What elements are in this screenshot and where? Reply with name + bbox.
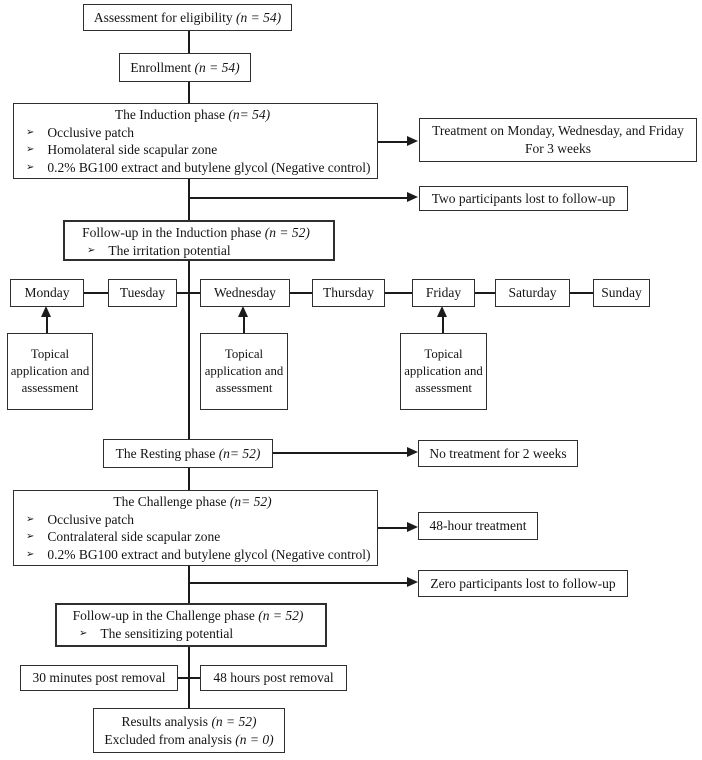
post-30min-label: 30 minutes post removal — [32, 670, 166, 686]
followup-induction-bullet: ➢The irritation potential — [87, 242, 231, 258]
topical-application-box-friday: Topical application and assessment — [400, 333, 487, 410]
resting-label: The Resting phase (n= 52) — [115, 445, 261, 461]
followup-induction-title: Follow-up in the Induction phase (n = 52… — [82, 225, 310, 240]
up-arrowhead-friday — [437, 306, 447, 317]
arrowhead-bullet-icon: ➢ — [26, 144, 35, 155]
results-line2: Excluded from analysis (n = 0) — [104, 731, 274, 747]
connector-monday-tuesday — [84, 292, 108, 294]
right-arrowhead-lost-induction — [407, 192, 418, 202]
no-treatment-label: No treatment for 2 weeks — [429, 445, 567, 461]
connector-enrollment-induction — [188, 82, 190, 103]
day-box-wednesday: Wednesday — [200, 279, 290, 307]
topical-application-box-wednesday: Topical application and assessment — [200, 333, 288, 410]
day-label: Saturday — [508, 285, 557, 301]
branch-lost-induction-line — [189, 197, 407, 199]
branch-lost-challenge-line — [189, 582, 407, 584]
day-box-friday: Friday — [412, 279, 475, 307]
up-arrowhead-monday — [41, 306, 51, 317]
connector-challenge-followup — [188, 566, 190, 603]
connector-wednesday-thursday — [290, 292, 312, 294]
connector-postremoval-row — [178, 677, 200, 679]
assessment-box: Assessment for eligibility (n = 54) — [83, 4, 292, 31]
connector-assessment-enrollment — [188, 31, 190, 53]
lost-induction-box: Two participants lost to follow-up — [419, 186, 628, 211]
topical-label: Topical application and assessment — [204, 347, 284, 395]
post-30min-box: 30 minutes post removal — [20, 665, 178, 691]
resting-phase-box: The Resting phase (n= 52) — [103, 439, 273, 468]
connector-induction-followup — [188, 179, 190, 220]
enrollment-label: Enrollment (n = 54) — [130, 59, 240, 75]
no-treatment-box: No treatment for 2 weeks — [418, 440, 578, 467]
arrowhead-bullet-icon: ➢ — [87, 244, 96, 256]
connector-resting-challenge — [188, 468, 190, 490]
assessment-label: Assessment for eligibility (n = 54) — [93, 9, 282, 25]
treatment-48h-label: 48-hour treatment — [429, 518, 527, 534]
treatment-mwf-box: Treatment on Monday, Wednesday, and Frid… — [419, 118, 697, 162]
day-box-sunday: Sunday — [593, 279, 650, 307]
connector-followup-resting — [188, 261, 190, 439]
connector-friday-saturday — [475, 292, 495, 294]
up-arrowhead-wednesday — [238, 306, 248, 317]
day-box-tuesday: Tuesday — [108, 279, 177, 307]
lost-induction-label: Two participants lost to follow-up — [431, 190, 616, 206]
connector-thursday-friday — [385, 292, 412, 294]
connector-topical-wednesday-line — [243, 314, 245, 333]
topical-application-box-monday: Topical application and assessment — [7, 333, 93, 410]
arrowhead-bullet-icon: ➢ — [79, 627, 88, 639]
followup-challenge-title: Follow-up in the Challenge phase (n = 52… — [72, 608, 304, 623]
branch-challenge-48h-line — [378, 527, 407, 529]
arrowhead-bullet-icon: ➢ — [26, 126, 35, 138]
branch-induction-treatment-line — [378, 141, 408, 143]
connector-topical-friday-line — [442, 314, 444, 333]
connector-saturday-sunday — [570, 292, 593, 294]
connector-tuesday-wednesday — [177, 292, 200, 294]
right-arrowhead-treatment-mwf — [407, 136, 418, 146]
day-label: Sunday — [601, 285, 642, 301]
results-box: Results analysis (n = 52) Excluded from … — [93, 708, 285, 753]
treatment-mwf-line2: For 3 weeks — [525, 141, 591, 156]
arrowhead-bullet-icon: ➢ — [26, 531, 35, 542]
treatment-mwf-line1: Treatment on Monday, Wednesday, and Frid… — [432, 123, 684, 139]
enrollment-box: Enrollment (n = 54) — [119, 53, 251, 82]
induction-phase-box: The Induction phase (n= 54) ➢Occlusive p… — [13, 103, 378, 179]
topical-label: Topical application and assessment — [10, 347, 90, 395]
followup-induction-box: Follow-up in the Induction phase (n = 52… — [63, 220, 335, 261]
challenge-bullet-3: ➢0.2% BG100 extract and butylene glycol … — [26, 546, 371, 562]
results-line1: Results analysis (n = 52) — [121, 713, 257, 729]
arrowhead-bullet-icon: ➢ — [26, 161, 35, 173]
followup-challenge-bullet: ➢The sensitizing potential — [79, 625, 234, 641]
post-48h-box: 48 hours post removal — [200, 665, 347, 691]
challenge-bullet-2: ➢Contralateral side scapular zone — [26, 529, 221, 544]
day-box-monday: Monday — [10, 279, 84, 307]
lost-challenge-label: Zero participants lost to follow-up — [430, 575, 616, 591]
lost-challenge-box: Zero participants lost to follow-up — [418, 570, 628, 597]
day-label: Tuesday — [119, 285, 166, 301]
day-box-thursday: Thursday — [312, 279, 385, 307]
induction-bullet-2: ➢Homolateral side scapular zone — [26, 142, 218, 157]
challenge-phase-box: The Challenge phase (n= 52) ➢Occlusive p… — [13, 490, 378, 566]
arrowhead-bullet-icon: ➢ — [26, 513, 35, 525]
day-label: Thursday — [323, 285, 374, 301]
day-box-saturday: Saturday — [495, 279, 570, 307]
right-arrowhead-48h-treatment — [407, 522, 418, 532]
induction-bullet-1: ➢Occlusive patch — [26, 124, 134, 140]
induction-title: The Induction phase (n= 54) — [114, 107, 271, 122]
followup-challenge-box: Follow-up in the Challenge phase (n = 52… — [55, 603, 327, 647]
right-arrowhead-no-treatment — [407, 447, 418, 457]
day-label: Wednesday — [214, 285, 276, 301]
day-label: Friday — [425, 285, 462, 301]
induction-bullet-3: ➢0.2% BG100 extract and butylene glycol … — [26, 159, 371, 175]
branch-resting-notreatment-line — [273, 452, 407, 454]
post-48h-label: 48 hours post removal — [213, 670, 334, 686]
arrowhead-bullet-icon: ➢ — [26, 548, 35, 560]
challenge-bullet-1: ➢Occlusive patch — [26, 511, 134, 527]
day-label: Monday — [24, 285, 70, 301]
challenge-title: The Challenge phase (n= 52) — [113, 494, 272, 509]
treatment-48h-box: 48-hour treatment — [418, 512, 538, 540]
right-arrowhead-lost-challenge — [407, 577, 418, 587]
topical-label: Topical application and assessment — [404, 347, 483, 395]
connector-topical-monday-line — [46, 314, 48, 333]
